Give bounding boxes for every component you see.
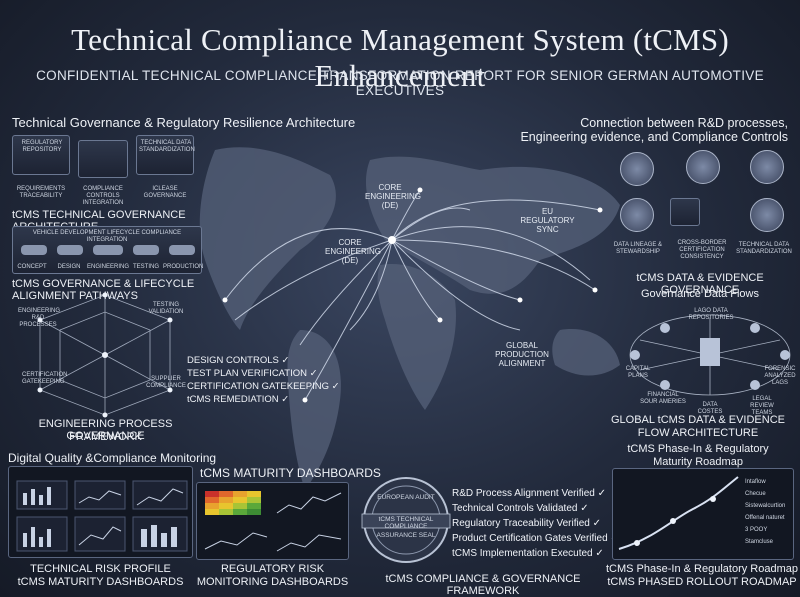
global-caption-1: GLOBAL tCMS DATA & EVIDENCE [610,414,785,426]
governance-subcaption: Governance Data Flows [641,288,759,300]
network-label-legal: LEGAL REVIEW TEAMS [750,396,774,416]
roadmap-item-3: Sistewalcurtion [745,503,786,509]
network-label-financial: FINANCIAL SOUR AMERIES [640,392,686,405]
phase-caption-1: tCMS Phase-In & Regulatory [627,443,769,455]
phase-caption-2: Maturity Roadmap [653,456,743,468]
verified-implementation: tCMS Implementation Executed ✓ [452,548,604,559]
rollout-roadmap-panel: Intaflow Checue Sistewalcurtion Offenal … [612,468,794,560]
verified-certification-gates: Product Certification Gates Verified ✓ [452,533,619,544]
map-label-core-engineering-1: CORE ENGINEERING (DE) [365,183,422,210]
regulatory-dashboard-charts [204,491,342,552]
vehicle-icons [21,245,195,255]
page-subtitle: CONFIDENTIAL TECHNICAL COMPLIANCE TRANSF… [36,68,764,98]
risk-caption-2: tCMS MATURITY DASHBOARDS [17,576,184,588]
cube-label-certification: CERTIFICATION GATEKEEPING [22,372,68,385]
step-engineering: ENGINEERING [87,264,130,270]
shield-check-icon [750,150,784,184]
verified-technical-controls: Technical Controls Validated ✓ [452,503,589,514]
roadmap-caption-2: tCMS PHASED ROLLOUT ROADMAP [607,576,797,588]
technical-risk-dashboard [8,466,193,558]
lifecycle-panel: VEHICLE DEVELOPMENT LIFECYCLE COMPLIANCE… [12,226,204,274]
seal-text-1: EUROPEAN AUDIT [377,494,435,501]
lifecycle-title: VEHICLE DEVELOPMENT LIFECYCLE COMPLIANCE… [32,230,182,243]
network-label-lago: LAGO DATA REPOSITORIES [688,308,734,321]
governance-caption: tCMS DATA & EVIDENCE GOVERNANCE [636,272,764,296]
roadmap-item-5: 3 POOY [745,527,768,533]
chip-icon [670,198,700,226]
step-design: DESIGN [57,264,81,270]
roadmap-item-4: Offenal naturet [745,515,785,521]
regulatory-risk-dashboard [196,482,349,560]
cube-caption-2: FRAMEWORK [69,431,142,443]
cube-label-engineering: ENGINEERING R&D PROCESSES [18,308,61,328]
gear-network-icon [620,198,654,232]
data-standardization-box: TECHNICAL DATA STANDARDIZATION [136,135,195,175]
regulatory-repository-box: REGULATORY REPOSITORY [12,135,70,175]
map-label-eu-sync: EU REGULATORY SYNC [520,207,575,234]
check-design-controls: DESIGN CONTROLS ✓ [187,355,290,366]
drafting-compass-icon [620,152,654,186]
step-production: PRODUCTION [163,264,204,270]
seal-text-2: tCMS TECHNICAL COMPLIANCE [378,516,434,530]
architecture-heading: Technical Governance & Regulatory Resili… [12,115,356,130]
step-concept: CONCEPT [17,264,47,270]
compliance-controls-label: COMPLIANCE CONTROLS INTEGRATION [82,186,124,206]
framework-caption: tCMS COMPLIANCE & GOVERNANCE FRAMEWORK [385,573,581,597]
verified-traceability: Regulatory Traceability Verified ✓ [452,518,602,529]
check-certification: CERTIFICATION GATEKEEPING ✓ [187,381,340,392]
connection-heading-2: Engineering evidence, and Compliance Con… [520,130,788,144]
network-label-data-costes: DATA COSTES [697,402,723,415]
database-icon [750,198,784,232]
roadmap-caption-1: tCMS Phase-In & Regulatory Roadmap [606,563,798,575]
iclease-governance-label: ICLEASE GOVERNANCE [143,186,187,199]
verified-rd-alignment: R&D Process Alignment Verified ✓ [452,488,606,499]
roadmap-path-graphic [618,476,739,550]
requirements-traceability-label: REQUIREMENTS TRACEABILITY [16,186,66,199]
cube-label-testing: TESTING VALIDATION [148,302,184,315]
risk-dashboard-charts [16,480,188,552]
roadmap-item-6: Stamcluse [745,539,774,545]
page-title: Technical Compliance Management System (… [71,22,729,93]
cube-caption-1: ENGINEERING PROCESS GOVERNANCE [38,418,173,442]
flow-label-lineage: DATA LINEAGE & STEWARDSHIP [613,242,663,255]
global-caption-2: FLOW ARCHITECTURE [637,427,759,439]
roadmap-item-2: Checue [745,491,766,497]
flow-label-standardization: TECHNICAL DATA STANDARDIZATION [736,242,792,255]
check-remediation: tCMS REMEDIATION ✓ [187,394,290,405]
network-label-forensic: FORENSIC ANALYZED LAGS [764,366,796,386]
risk-caption-1: TECHNICAL RISK PROFILE [30,563,171,575]
network-label-capital: CAPITAL PLANS [625,366,651,379]
data-standardization-label: TECHNICAL DATA STANDARDIZATION [139,140,195,153]
regulatory-caption-2: MONITORING DASHBOARDS [196,576,349,588]
digital-monitoring-heading: Digital Quality &Compliance Monitoring [8,451,217,465]
regulatory-repository-label: REGULATORY REPOSITORY [21,140,63,153]
regulatory-caption-1: REGULATORY RISK [220,563,325,575]
maturity-dashboards-heading: tCMS MATURITY DASHBOARDS [200,466,381,480]
seal-text-3: ASSURANCE SEAL [376,532,436,539]
cube-label-supplier: SUPPLIER COMPLIANCE [146,376,186,389]
map-label-global-production: GLOBAL PRODUCTION ALIGNMENT [495,341,549,368]
document-gear-icon [686,150,720,184]
step-testing: TESTING [132,264,159,270]
connection-heading-1: Connection between R&D processes, [580,116,788,130]
map-label-core-engineering-2: CORE ENGINEERING (DE) [325,238,382,265]
roadmap-item-1: Intaflow [745,479,766,485]
compliance-cube-box [78,140,128,178]
flow-label-crossborder: CROSS-BORDER CERTIFICATION CONSISTENCY [677,240,727,260]
check-test-plan: TEST PLAN VERIFICATION ✓ [187,368,318,379]
